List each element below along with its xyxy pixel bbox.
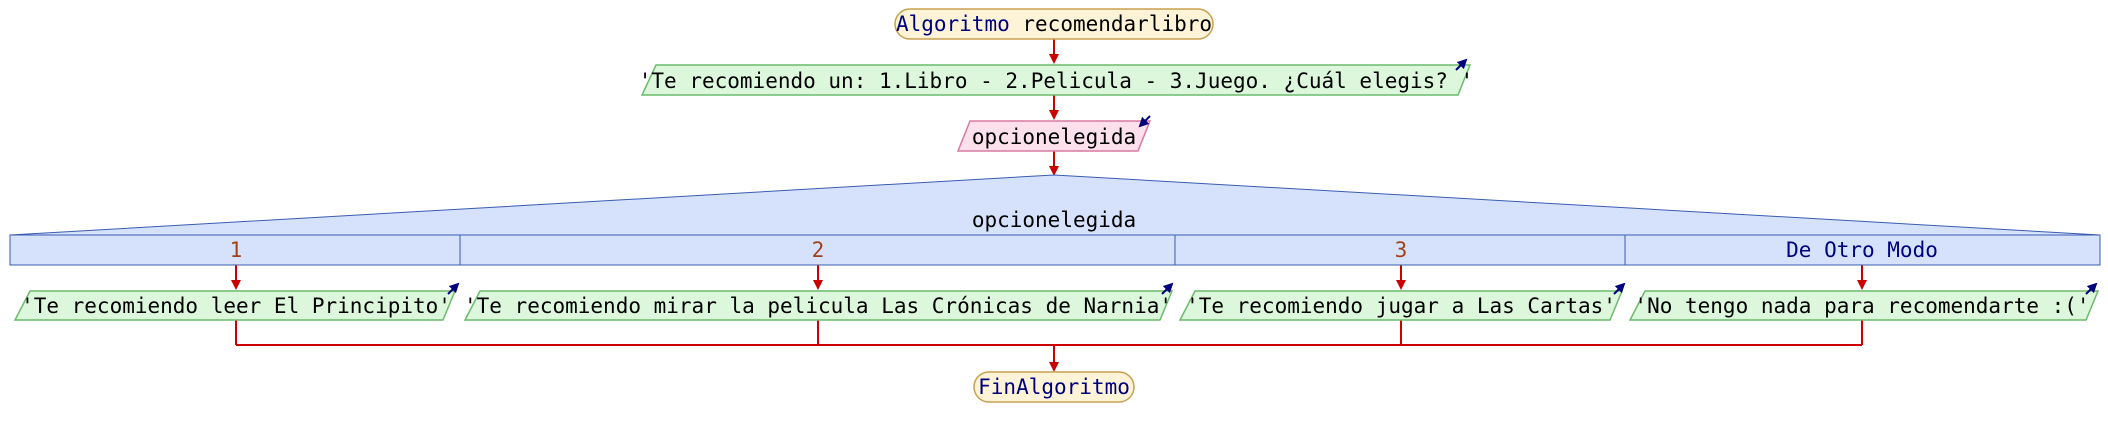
input-arrow-icon <box>1138 115 1151 128</box>
output-prompt-text: 'Te recomiendo un: 1.Libro - 2.Pelicula … <box>639 69 1473 93</box>
case-default-output-text: 'No tengo nada para recomendarte :(' <box>1634 294 2089 318</box>
input-block[interactable]: opcionelegida <box>956 115 1152 152</box>
output-arrow-icon <box>2085 282 2098 295</box>
case-1-output[interactable]: 'Te recomiendo leer El Principito' <box>13 282 460 321</box>
case-2-output-text: 'Te recomiendo mirar la pelicula Las Cró… <box>464 294 1172 318</box>
case-1-label: 1 <box>230 238 243 262</box>
start-keyword: Algoritmo <box>896 12 1010 36</box>
input-var-text: opcionelegida <box>972 125 1136 149</box>
switch-block[interactable]: opcionelegida 1 2 3 De Otro Modo <box>9 174 2101 266</box>
end-terminal[interactable]: FinAlgoritmo <box>973 371 1135 403</box>
case-3-label: 3 <box>1395 238 1408 262</box>
output-prompt-block[interactable]: 'Te recomiendo un: 1.Libro - 2.Pelicula … <box>639 58 1473 96</box>
output-arrow-icon <box>1455 58 1468 71</box>
case-default-output[interactable]: 'No tengo nada para recomendarte :(' <box>1628 282 2100 321</box>
case-2-output[interactable]: 'Te recomiendo mirar la pelicula Las Cró… <box>463 282 1174 321</box>
case-2-label: 2 <box>812 238 825 262</box>
output-arrow-icon <box>1613 282 1626 295</box>
case-1-output-text: 'Te recomiendo leer El Principito' <box>21 294 451 318</box>
algorithm-name: recomendarlibro <box>1022 12 1212 36</box>
start-label: Algoritmo recomendarlibro <box>896 12 1212 36</box>
case-default-label: De Otro Modo <box>1786 238 1938 262</box>
switch-variable: opcionelegida <box>972 208 1136 232</box>
output-arrow-icon <box>447 282 460 295</box>
start-terminal[interactable]: Algoritmo recomendarlibro <box>894 8 1214 40</box>
case-3-output[interactable]: 'Te recomiendo jugar a Las Cartas' <box>1178 282 1626 321</box>
output-arrow-icon <box>1161 282 1174 295</box>
end-label: FinAlgoritmo <box>978 375 1130 399</box>
connectors <box>231 39 1867 372</box>
case-3-output-text: 'Te recomiendo jugar a Las Cartas' <box>1186 294 1616 318</box>
